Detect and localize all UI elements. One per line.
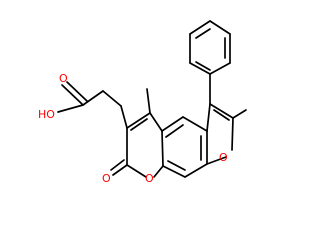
bond-c9-c4a <box>161 130 164 167</box>
atom-label-pyran-oxygen: O <box>145 172 154 185</box>
bond-ph3 <box>189 20 211 35</box>
bond-c-oh <box>57 104 84 113</box>
bond-c4a-c5 <box>149 112 163 132</box>
bond-c-o-double-a <box>61 84 83 105</box>
bond-o8-c9 <box>153 165 164 178</box>
propanoic-acid-chain <box>57 81 128 129</box>
phenyl-ring <box>189 20 231 105</box>
bond-f3 <box>231 117 234 151</box>
bond-b5-inner <box>167 160 186 171</box>
bond-b1-inner <box>165 124 184 138</box>
bond-ph4 <box>209 20 231 35</box>
bond-methyl-c5 <box>146 88 151 114</box>
bond-ph1 <box>189 62 211 75</box>
bond-c5-c6-inner <box>130 118 148 131</box>
bond-ph3-inner <box>195 28 211 39</box>
bond-c7-o-exo <box>112 164 128 176</box>
bond-ch2-ch2 <box>120 105 128 129</box>
bond-ph1-inner <box>195 61 211 71</box>
atom-label-acid-oxygen: O <box>59 72 68 85</box>
structure-canvas: HO O O O O <box>38 20 247 185</box>
bond-c-o-double-b <box>66 81 88 102</box>
bond-c7-o-exo-2 <box>110 159 125 171</box>
central-benzene <box>161 116 208 178</box>
bond-c5-c6 <box>126 112 151 129</box>
bond-f4 <box>206 156 227 165</box>
pyranone-ring <box>110 112 164 178</box>
bond-f1 <box>206 103 211 132</box>
bond-furan-methyl <box>232 109 247 119</box>
atom-label-furan-oxygen: O <box>219 151 228 164</box>
furan-ring <box>206 103 247 165</box>
bond-ch2-cooh <box>82 90 104 106</box>
bond-f2-inner <box>213 109 230 121</box>
bond-f2 <box>209 103 234 119</box>
bond-ph6 <box>209 62 231 75</box>
bond-c7-o8 <box>126 164 147 178</box>
bond-b5 <box>162 165 186 178</box>
bond-ch2-ch2b <box>102 90 122 107</box>
molecule-diagram: HO O O O O <box>38 20 247 185</box>
atom-label-lactone-oxygen: O <box>102 172 111 185</box>
atom-label-hydroxyl: HO <box>38 108 55 121</box>
bond-b1 <box>161 116 184 132</box>
bond-b2 <box>182 116 208 132</box>
bond-b4 <box>184 163 208 178</box>
